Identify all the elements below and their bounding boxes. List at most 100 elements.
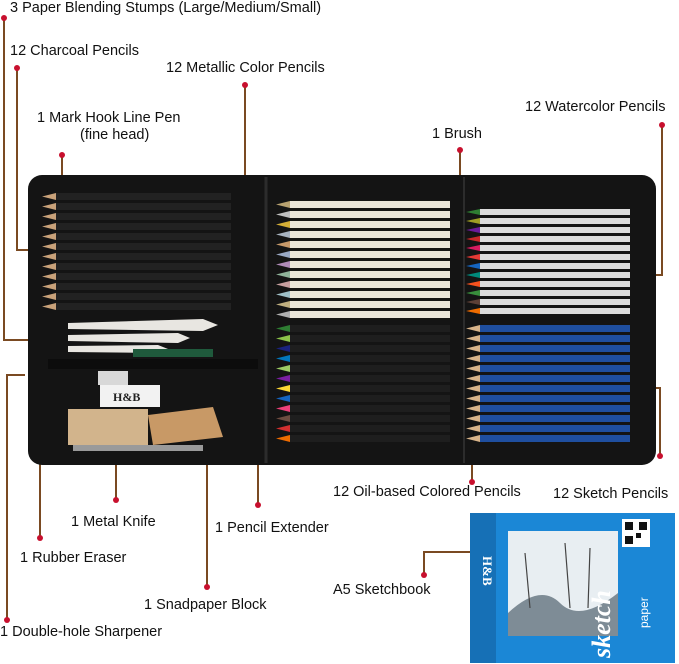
charcoal-pencil <box>56 273 231 280</box>
sketch-pencil-tip <box>466 405 480 412</box>
oil-pencil <box>290 335 450 342</box>
metallic-pencil-tip <box>276 281 290 288</box>
watercolor-pencil <box>480 245 630 251</box>
oil-pencil <box>290 345 450 352</box>
watercolor-pencil-tip <box>466 209 480 215</box>
watercolor-pencil-tip <box>466 299 480 305</box>
watercolor-pencil-tip <box>466 308 480 314</box>
sketch-pencil-tip <box>466 345 480 352</box>
metallic-pencil-tip <box>276 211 290 218</box>
sketch-pencil <box>480 395 630 402</box>
sketch-pencil-tip <box>466 335 480 342</box>
charcoal-pencil <box>56 193 231 200</box>
sketch-pencil <box>480 325 630 332</box>
watercolor-pencil-tip <box>466 281 480 287</box>
sketch-pencil-tip <box>466 375 480 382</box>
pointer-dot <box>657 453 663 459</box>
metallic-pencil <box>290 261 450 268</box>
watercolor-pencil <box>480 290 630 296</box>
oil-pencil-tip <box>276 425 290 432</box>
sketch-pencil-tip <box>466 395 480 402</box>
metallic-pencil <box>290 271 450 278</box>
watercolor-pencil-tip <box>466 254 480 260</box>
metallic-pencil <box>290 231 450 238</box>
pointer-dot <box>113 497 119 503</box>
pointer-dot <box>204 584 210 590</box>
watercolor-pencil <box>480 218 630 224</box>
oil-pencil <box>290 405 450 412</box>
oil-pencil-tip <box>276 435 290 442</box>
pencil-case: H&B <box>28 175 656 465</box>
metallic-pencil <box>290 281 450 288</box>
metallic-pencil-tip <box>276 291 290 298</box>
sketch-pencil <box>480 335 630 342</box>
sketch-pencil <box>480 435 630 442</box>
metallic-pencil-tip <box>276 251 290 258</box>
label-sharpener: 1 Double-hole Sharpener <box>0 624 163 640</box>
watercolor-pencil-tip <box>466 218 480 224</box>
sketchbook-brand: H&B <box>480 556 495 586</box>
oil-based-pencils <box>276 325 450 442</box>
sketch-pencil <box>480 425 630 432</box>
watercolor-pencil <box>480 272 630 278</box>
charcoal-pencil-tip <box>42 213 56 220</box>
oil-pencil-tip <box>276 365 290 372</box>
charcoal-pencil <box>56 233 231 240</box>
oil-pencil <box>290 395 450 402</box>
sandpaper-block <box>68 409 148 445</box>
oil-pencil-tip <box>276 395 290 402</box>
sketch-pencil <box>480 415 630 422</box>
watercolor-pencil <box>480 254 630 260</box>
pointer-dot <box>469 479 475 485</box>
charcoal-pencil <box>56 223 231 230</box>
label-sketchbook: A5 Sketchbook <box>333 582 431 598</box>
oil-pencil-tip <box>276 375 290 382</box>
metallic-pencils <box>276 201 450 318</box>
charcoal-pencil <box>56 293 231 300</box>
oil-pencil-tip <box>276 345 290 352</box>
pointer-dot <box>255 502 261 508</box>
charcoal-pencil <box>56 283 231 290</box>
sketch-pencil <box>480 355 630 362</box>
oil-pencil <box>290 415 450 422</box>
pointer-dot <box>457 147 463 153</box>
charcoal-pencils <box>42 193 231 310</box>
charcoal-pencil-tip <box>42 253 56 260</box>
metallic-pencil-tip <box>276 301 290 308</box>
eraser-brand-text: H&B <box>113 390 140 404</box>
pointer-dot <box>659 122 665 128</box>
oil-pencil-tip <box>276 415 290 422</box>
label-pencil-extender: 1 Pencil Extender <box>215 520 329 536</box>
label-brush: 1 Brush <box>432 126 482 142</box>
charcoal-pencil-tip <box>42 273 56 280</box>
watercolor-pencil <box>480 263 630 269</box>
sketch-pencil <box>480 365 630 372</box>
sketchbook: H&B sketch paper <box>470 513 675 663</box>
pencil-extender <box>133 349 213 357</box>
metallic-pencil-tip <box>276 221 290 228</box>
sketch-pencil <box>480 375 630 382</box>
watercolor-pencil <box>480 227 630 233</box>
oil-pencil-tip <box>276 335 290 342</box>
sketch-pencils <box>466 325 630 442</box>
charcoal-pencil-tip <box>42 303 56 310</box>
label-hook-line-pen: 1 Mark Hook Line Pen <box>37 110 181 126</box>
oil-pencil-tip <box>276 405 290 412</box>
watercolor-pencil-tip <box>466 236 480 242</box>
rubber-eraser <box>100 385 160 407</box>
metal-knife <box>73 445 203 451</box>
charcoal-pencil-tip <box>42 293 56 300</box>
oil-pencil <box>290 385 450 392</box>
metallic-pencil <box>290 211 450 218</box>
charcoal-pencil-tip <box>42 223 56 230</box>
metallic-pencil <box>290 241 450 248</box>
pointer-dot <box>242 82 248 88</box>
label-rubber-eraser: 1 Rubber Eraser <box>20 550 127 566</box>
label-hook-line-pen-sub: (fine head) <box>80 127 150 143</box>
watercolor-pencil-tip <box>466 290 480 296</box>
label-sketch-pencils: 12 Sketch Pencils <box>553 486 669 502</box>
label-metallic-pencils: 12 Metallic Color Pencils <box>166 60 325 76</box>
watercolor-pencil-tip <box>466 272 480 278</box>
pointer-dot <box>4 617 10 623</box>
